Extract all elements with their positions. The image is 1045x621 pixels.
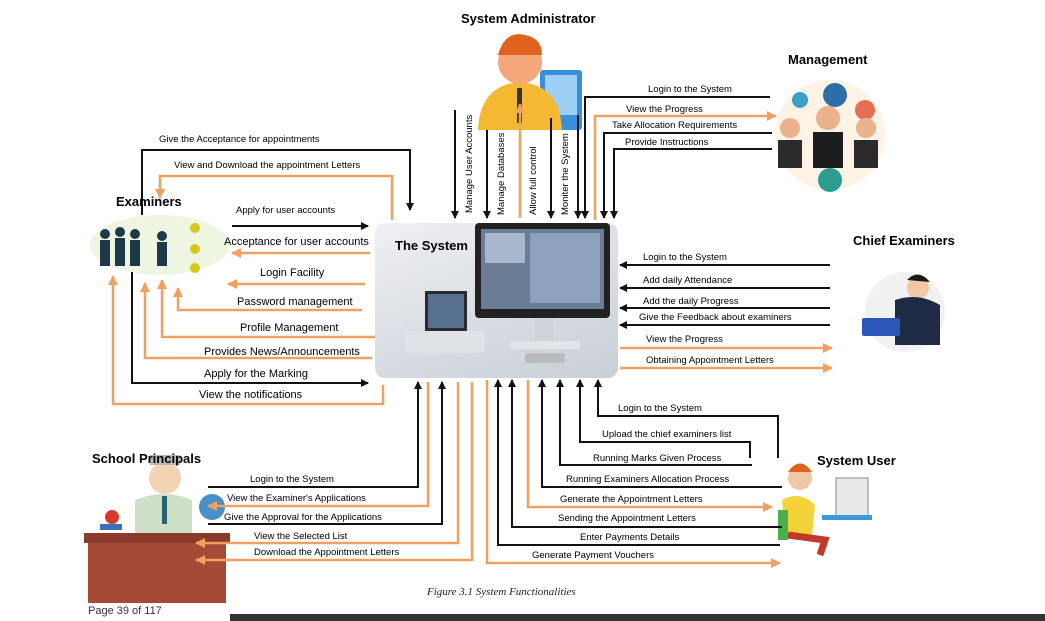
computer-setup-icon	[405, 223, 610, 363]
flow-label: Download the Appointment Letters	[254, 547, 400, 558]
flow-label: View the Progress	[626, 104, 703, 115]
flow-label: Add daily Attendance	[643, 275, 733, 286]
flow-label: Enter Payments Details	[580, 532, 680, 543]
flow-label: View the Progress	[646, 334, 723, 345]
actor-management-label: Management	[788, 52, 868, 67]
flow-label: Login to the System	[643, 252, 727, 263]
flow-label: Login Facility	[260, 267, 325, 279]
examiner-arrows	[108, 149, 414, 406]
flow-label: Running Marks Given Process	[593, 453, 722, 464]
principal-arrows	[195, 381, 474, 565]
flow-label: Allow full control	[528, 146, 539, 215]
management-figure-icon	[775, 80, 885, 192]
flow-label: Running Examiners Allocation Process	[566, 474, 730, 485]
flow-label: Sending the Appointment Letters	[558, 513, 696, 524]
flow-label: Acceptance for user accounts	[224, 236, 369, 248]
actor-examiners-label: Examiners	[116, 194, 182, 209]
flow-label: View the Examiner's Applications	[227, 493, 366, 504]
actor-sysuser-label: System User	[817, 453, 896, 468]
sysuser-arrows	[485, 379, 782, 568]
flow-label: Apply for user accounts	[236, 205, 336, 216]
flow-label: Obtaining Appointment Letters	[646, 355, 774, 366]
admin-figure-icon	[478, 34, 582, 130]
flow-label: Give the Feedback about examiners	[639, 312, 792, 323]
flow-label: Add the daily Progress	[643, 296, 739, 307]
flow-label: View and Download the appointment Letter…	[174, 160, 361, 171]
flow-label: Provides News/Announcements	[204, 346, 360, 358]
flow-label: Apply for the Marking	[204, 368, 308, 380]
flow-label: Give the Approval for the Applications	[224, 512, 382, 523]
flow-label: Provide Instructions	[625, 137, 709, 148]
viewer-bottom-bar	[230, 614, 1045, 621]
flow-label: Give the Acceptance for appointments	[159, 134, 320, 145]
figure-caption: Figure 3.1 System Functionalities	[427, 586, 576, 598]
flow-label: Generate Payment Vouchers	[532, 550, 654, 561]
page-number: Page 39 of 117	[88, 605, 162, 617]
flow-label: Manage Databases	[496, 132, 507, 215]
flow-label: Password management	[237, 296, 353, 308]
system-box	[375, 223, 618, 378]
principal-figure-icon	[84, 455, 230, 603]
flow-label: Login to the System	[648, 84, 732, 95]
flow-label: Generate the Appointment Letters	[560, 494, 703, 505]
chief-examiner-figure-icon	[862, 272, 945, 352]
actor-principals-label: School Principals	[92, 451, 202, 466]
flow-label: Take Allocation Requirements	[612, 120, 738, 131]
flow-label: Login to the System	[618, 403, 702, 414]
flow-label: View the notifications	[199, 389, 303, 401]
examiners-figure-icon	[90, 215, 230, 275]
chief-arrows	[619, 261, 833, 373]
flow-label: Manage User Accounts	[464, 114, 475, 213]
admin-arrows	[451, 103, 582, 219]
flow-label: Profile Management	[240, 322, 339, 334]
flow-label: Upload the chief examiners list	[602, 429, 732, 440]
system-user-figure-icon	[778, 463, 872, 557]
actor-chief-label: Chief Examiners	[853, 233, 955, 248]
management-arrows	[581, 96, 777, 220]
system-title: The System	[395, 238, 468, 253]
flow-label: Moniter the System	[560, 133, 571, 215]
actor-admin-label: System Administrator	[461, 11, 596, 26]
flow-label: View the Selected List	[254, 531, 348, 542]
flow-label: Login to the System	[250, 474, 334, 485]
